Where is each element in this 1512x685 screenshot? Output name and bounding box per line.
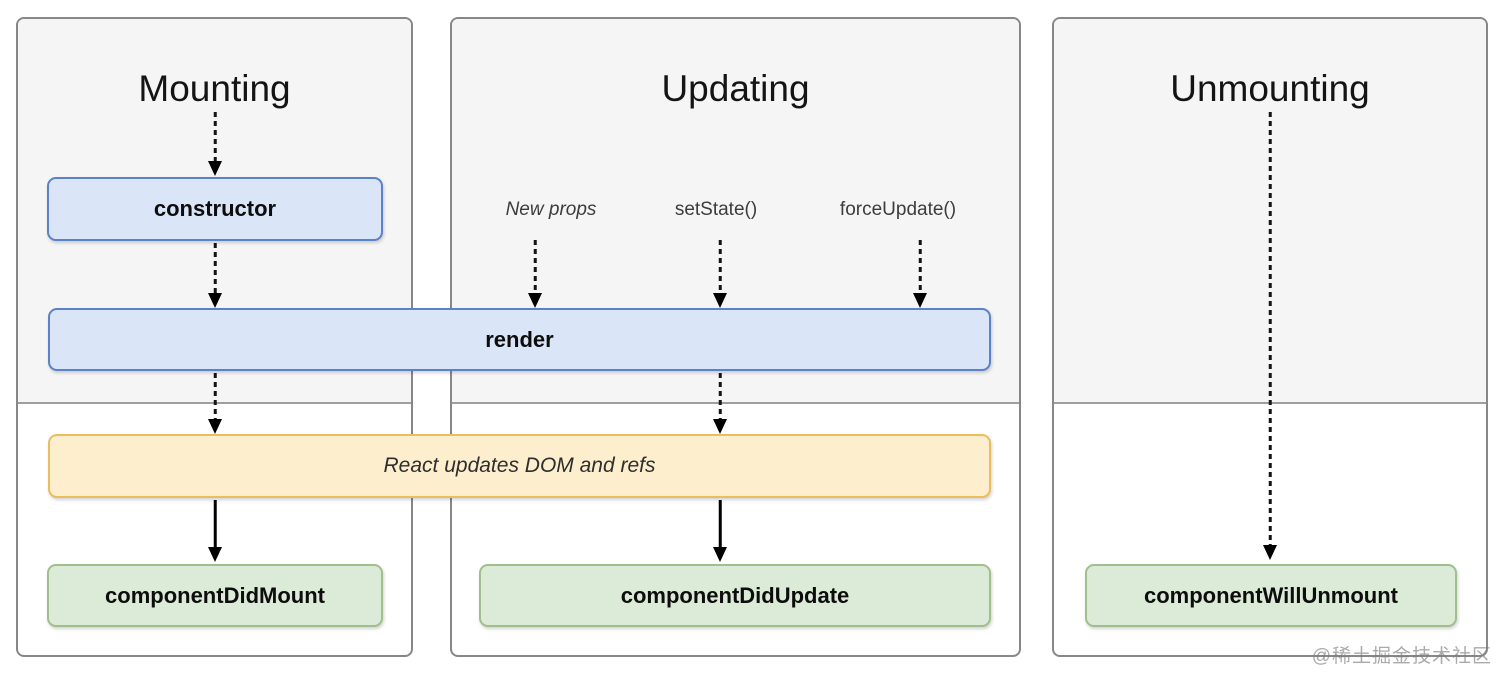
arrow-mounting-entry bbox=[207, 112, 223, 176]
arrow-domupdate-to-didmount bbox=[207, 500, 223, 562]
node-componentwillunmount: componentWillUnmount bbox=[1085, 564, 1457, 627]
arrowhead-icon bbox=[528, 293, 542, 308]
arrow-forceupdate-to-render bbox=[912, 240, 928, 308]
arrowhead-icon bbox=[1263, 545, 1277, 560]
arrow-line bbox=[918, 240, 922, 297]
arrow-line bbox=[1268, 112, 1272, 549]
node-render: render bbox=[48, 308, 991, 371]
node-react-updates-dom: React updates DOM and refs bbox=[48, 434, 991, 498]
arrow-setstate-to-render bbox=[712, 240, 728, 308]
arrow-newprops-to-render bbox=[527, 240, 543, 308]
arrow-render-to-domupdate-updating bbox=[712, 373, 728, 434]
arrowhead-icon bbox=[208, 547, 222, 562]
node-constructor: constructor bbox=[47, 177, 383, 241]
arrow-line bbox=[718, 240, 722, 297]
arrowhead-icon bbox=[713, 419, 727, 434]
arrow-domupdate-to-didupdate bbox=[712, 500, 728, 562]
arrow-unmounting-to-willunmount bbox=[1262, 112, 1278, 560]
arrow-line bbox=[213, 500, 217, 551]
arrowhead-icon bbox=[208, 419, 222, 434]
panel-title-unmounting: Unmounting bbox=[1170, 68, 1370, 109]
node-componentdidmount: componentDidMount bbox=[47, 564, 383, 627]
trigger-label-new-props: New props bbox=[505, 199, 597, 220]
arrow-line bbox=[533, 240, 537, 297]
arrowhead-icon bbox=[208, 293, 222, 308]
panel-title-updating: Updating bbox=[661, 68, 810, 109]
trigger-label-forceupdate: forceUpdate() bbox=[839, 199, 957, 220]
node-componentdidupdate: componentDidUpdate bbox=[479, 564, 991, 627]
arrow-line bbox=[718, 373, 722, 423]
arrow-line bbox=[213, 373, 217, 423]
juejin-watermark: @稀土掘金技术社区 bbox=[1311, 646, 1492, 667]
arrow-constructor-to-render bbox=[207, 243, 223, 308]
trigger-label-setstate: setState() bbox=[674, 199, 758, 220]
arrow-line bbox=[718, 500, 722, 551]
arrow-render-to-domupdate-mounting bbox=[207, 373, 223, 434]
arrow-line bbox=[213, 243, 217, 297]
arrowhead-icon bbox=[713, 547, 727, 562]
arrowhead-icon bbox=[913, 293, 927, 308]
arrow-line bbox=[213, 112, 217, 165]
arrowhead-icon bbox=[713, 293, 727, 308]
arrowhead-icon bbox=[208, 161, 222, 176]
panel-title-mounting: Mounting bbox=[138, 68, 291, 109]
